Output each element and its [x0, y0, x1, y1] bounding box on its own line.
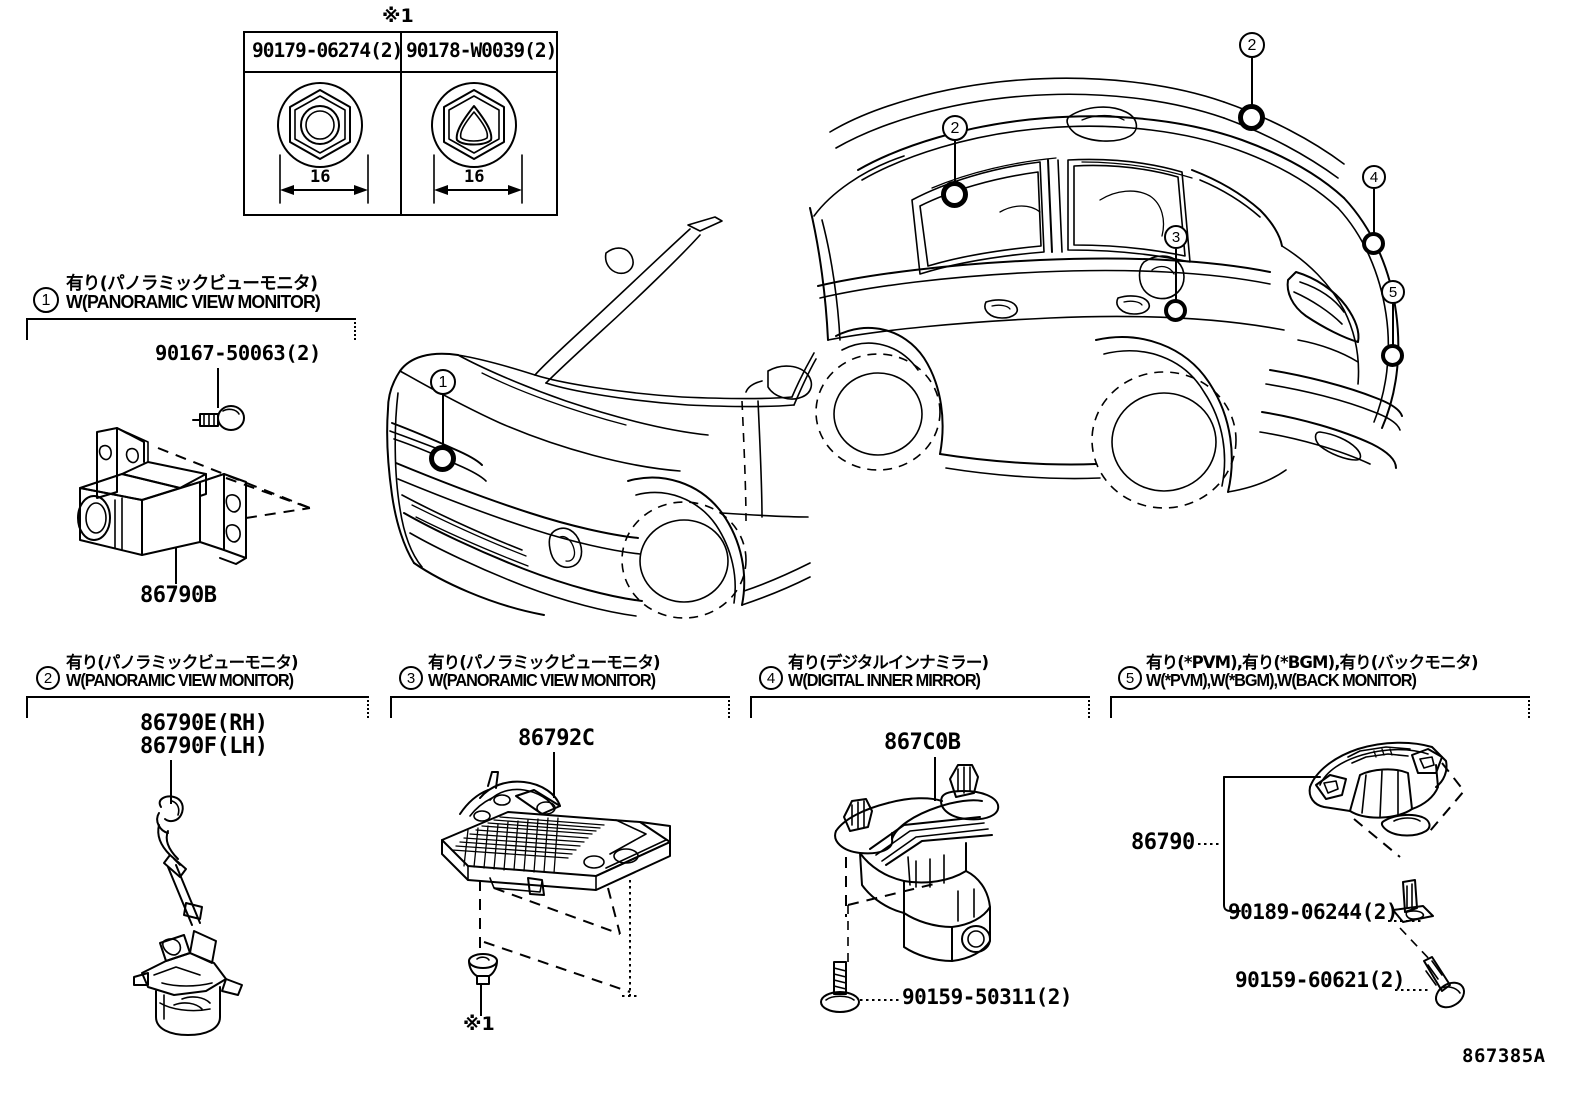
group-5-part-label-clip: 90189-06244(2)	[1228, 900, 1399, 924]
screw-icon	[820, 961, 860, 1013]
callout-marker-1: 1	[430, 369, 456, 395]
reference-part-number-1: 90179-06274(2)	[252, 39, 403, 62]
callout-marker-2b: 2	[1239, 32, 1265, 58]
group-1-label-jp: 有り(パノラミックビューモニタ)	[66, 274, 318, 294]
side-mirror-camera-illustration	[133, 795, 243, 1036]
vehicle-rear-three-quarter-illustration	[809, 77, 1403, 509]
group-5-part-label-camera: 86790	[1131, 830, 1195, 855]
group-3-assembly-lines	[479, 880, 638, 997]
group-1-bracket	[26, 318, 356, 340]
group-4-part-label-bracket: 867C0B	[884, 730, 961, 755]
callout-leader-4	[1373, 189, 1375, 234]
clip-icon	[1392, 879, 1434, 923]
group-2-bracket	[26, 696, 369, 718]
group-2-label-en: W(PANORAMIC VIEW MONITOR)	[66, 670, 294, 690]
screw-icon	[1423, 956, 1465, 1009]
front-camera-assembly-illustration	[77, 427, 311, 565]
group-2-number: 2	[36, 666, 60, 690]
callout-marker-4: 4	[1362, 165, 1386, 189]
vehicle-front-three-quarter-illustration	[386, 216, 817, 619]
group-4-label-en: W(DIGITAL INNER MIRROR)	[788, 670, 981, 690]
callout-target-4	[1362, 232, 1385, 255]
callout-target-3	[1164, 299, 1187, 322]
callout-marker-5: 5	[1381, 280, 1405, 304]
callout-leader-2b	[1251, 58, 1253, 106]
group-3-number: 3	[399, 666, 423, 690]
group-1-screw-leader	[217, 368, 219, 408]
callout-target-5	[1381, 344, 1404, 367]
callout-leader-3	[1175, 249, 1177, 301]
group-3-note-marker: ※1	[463, 1013, 495, 1035]
reference-table-marker: ※1	[382, 5, 414, 27]
group-3-note-leader	[480, 984, 482, 1016]
group-5-number: 5	[1118, 666, 1142, 690]
callout-target-2b	[1238, 104, 1265, 131]
group-3-part-label-ecu: 86792C	[518, 726, 595, 751]
hex-nut-round-hole-icon	[277, 82, 363, 168]
group-4-part-label-screw: 90159-50311(2)	[902, 985, 1073, 1009]
group-1-number: 1	[33, 287, 59, 313]
ecu-module-illustration	[441, 771, 671, 935]
callout-leader-2a	[954, 141, 956, 183]
group-3-part-leader	[553, 752, 555, 798]
group-2-label-jp: 有り(パノラミックビューモニタ)	[66, 653, 299, 672]
grommet-icon	[468, 953, 498, 985]
reference-part-number-2: 90178-W0039(2)	[406, 39, 557, 62]
group-5-part-label-screw: 90159-60621(2)	[1235, 968, 1406, 992]
group-5-assembly-dashes	[1399, 927, 1433, 963]
callout-leader-1	[442, 395, 444, 447]
group-5-label-86790-line	[1198, 843, 1222, 845]
callout-marker-3: 3	[1164, 225, 1188, 249]
callout-target-1	[429, 445, 456, 472]
dimension-label-2: 16	[464, 167, 485, 187]
callout-target-2a	[941, 181, 968, 208]
group-5-label-en: W(*PVM),W(*BGM),W(BACK MONITOR)	[1146, 670, 1417, 690]
group-4-label-jp: 有り(デジタルインナミラー)	[788, 653, 989, 672]
hex-nut-triangular-hole-icon	[431, 82, 517, 168]
group-5-label-jp: 有り(*PVM),有り(*BGM),有り(バックモニタ)	[1146, 653, 1479, 672]
group-4-screw-callout-line	[860, 999, 902, 1001]
diagram-code: 867385A	[1462, 1045, 1546, 1067]
callout-marker-2a: 2	[942, 115, 968, 141]
group-4-part-leader	[934, 757, 936, 801]
group-1-part-leader	[175, 548, 177, 584]
screw-icon	[192, 405, 245, 431]
group-4-bracket	[750, 696, 1090, 718]
group-3-label-jp: 有り(パノラミックビューモニタ)	[428, 653, 661, 672]
dimension-arrow-1	[279, 154, 369, 204]
group-4-screw-leader	[847, 905, 849, 969]
dimension-arrow-2	[433, 154, 523, 204]
group-1-label-en: W(PANORAMIC VIEW MONITOR)	[66, 291, 321, 312]
group-4-number: 4	[759, 666, 783, 690]
group-1-part-label-screw: 90167-50063(2)	[155, 341, 321, 365]
inner-mirror-camera-bracket-illustration	[834, 764, 1000, 962]
group-5-screw-callout-line	[1395, 989, 1431, 991]
rear-camera-illustration	[1308, 741, 1466, 858]
callout-leader-5	[1392, 304, 1394, 346]
group-3-bracket	[390, 696, 730, 718]
group-5-bracket	[1110, 696, 1530, 718]
dimension-label-1: 16	[310, 167, 331, 187]
group-2-part-label-lh: 86790F(LH)	[140, 734, 268, 759]
group-2-part-leader	[170, 760, 172, 804]
group-3-label-en: W(PANORAMIC VIEW MONITOR)	[428, 670, 656, 690]
group-5-part-bracket-line	[1223, 776, 1321, 912]
group-2-part-label-rh: 86790E(RH)	[140, 711, 268, 736]
group-1-part-label-camera: 86790B	[140, 583, 217, 608]
